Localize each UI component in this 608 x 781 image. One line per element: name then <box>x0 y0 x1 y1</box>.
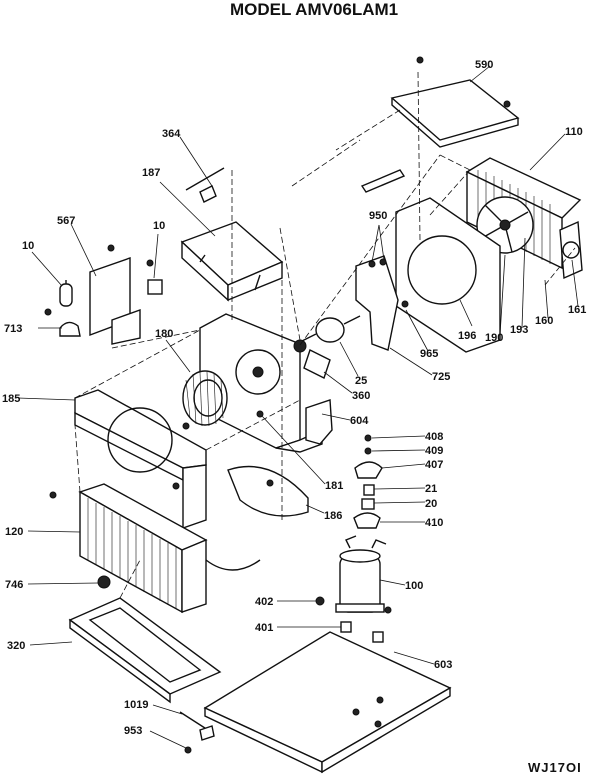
label-25: 25 <box>355 375 367 387</box>
compressor-100 <box>335 535 387 613</box>
motor-bracket-161 <box>559 220 583 280</box>
rail-strip <box>360 169 406 193</box>
label-160: 160 <box>535 315 553 327</box>
fan-motor-25 <box>293 315 361 353</box>
label-409: 409 <box>425 445 443 457</box>
top-cover-590 <box>390 56 520 148</box>
label-187: 187 <box>142 167 160 179</box>
parts-group-408-410 <box>353 434 383 529</box>
label-181: 181 <box>325 480 343 492</box>
label-10-left: 10 <box>22 240 34 252</box>
label-21: 21 <box>425 483 437 495</box>
base-tray-320 <box>68 597 222 704</box>
screw-181 <box>256 410 264 418</box>
label-590: 590 <box>475 59 493 71</box>
label-193: 193 <box>510 324 528 336</box>
label-10-right: 10 <box>153 220 165 232</box>
label-567: 567 <box>57 215 75 227</box>
front-panel-185 <box>74 389 207 529</box>
label-185: 185 <box>2 393 20 405</box>
label-725: 725 <box>432 371 450 383</box>
label-320: 320 <box>7 640 25 652</box>
label-196: 196 <box>458 330 476 342</box>
label-110: 110 <box>565 126 583 138</box>
label-120: 120 <box>5 526 23 538</box>
label-100: 100 <box>405 580 423 592</box>
label-1019: 1019 <box>124 699 148 711</box>
bracket-604 <box>305 399 333 445</box>
label-180: 180 <box>155 328 173 340</box>
label-713: 713 <box>4 323 22 335</box>
base-pan-603 <box>203 631 452 774</box>
evaporator-coil-120 <box>49 483 261 614</box>
capacitor-bracket-567 <box>89 244 141 345</box>
label-953: 953 <box>124 725 142 737</box>
label-604: 604 <box>350 415 369 427</box>
part-1019 <box>179 711 215 741</box>
mount-360 <box>303 349 331 379</box>
label-186: 186 <box>324 510 342 522</box>
assembly-dashed-lines <box>74 71 576 599</box>
label-20: 20 <box>425 498 437 510</box>
screw-953 <box>184 746 192 754</box>
diagram-code: WJ17OI <box>528 760 582 775</box>
label-408: 408 <box>425 431 443 443</box>
label-746: 746 <box>5 579 23 591</box>
label-965: 965 <box>420 348 438 360</box>
leader-lines <box>17 65 579 749</box>
label-190: 190 <box>485 332 503 344</box>
label-410: 410 <box>425 517 443 529</box>
label-360: 360 <box>352 390 370 402</box>
blower-wheel-180 <box>182 370 228 427</box>
clamp-713 <box>44 308 81 337</box>
label-407: 407 <box>425 459 443 471</box>
part-746 <box>97 575 111 589</box>
drain-pan-186 <box>227 465 309 517</box>
label-161: 161 <box>568 304 586 316</box>
terminal-10-right <box>146 259 163 295</box>
grommet-402 <box>315 596 325 606</box>
label-402: 402 <box>255 596 273 608</box>
clip-364 <box>185 167 225 203</box>
label-401: 401 <box>255 622 273 634</box>
label-364: 364 <box>162 128 181 140</box>
label-950: 950 <box>369 210 387 222</box>
label-603: 603 <box>434 659 452 671</box>
model-title: MODEL AMV06LAM1 <box>230 0 398 19</box>
capacitor-10-left <box>59 280 73 307</box>
